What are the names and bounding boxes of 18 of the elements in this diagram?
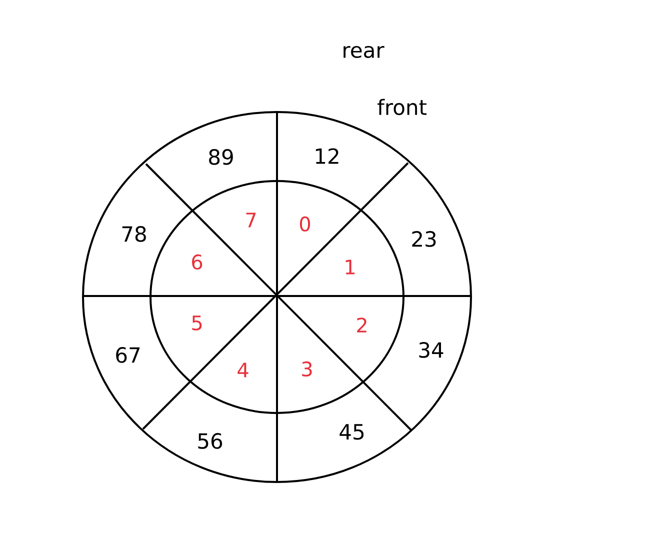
slot-index: 2 — [357, 318, 366, 332]
slot-index: 5 — [192, 316, 202, 330]
slot-index: 3 — [302, 361, 312, 377]
value-label: 56 — [198, 433, 222, 449]
value-label: 23 — [412, 231, 436, 247]
value-label: 78 — [122, 226, 146, 242]
pointer-label: rear — [344, 46, 384, 58]
slot-index: 4 — [238, 362, 248, 378]
slot-index: 6 — [192, 254, 202, 270]
slot-index: 1 — [346, 260, 355, 274]
value-label: 67 — [116, 347, 140, 363]
pointer-label: front — [378, 98, 426, 116]
value-label: 12 — [316, 148, 338, 164]
value-label: 34 — [419, 342, 444, 358]
value-label: 45 — [340, 424, 364, 440]
slot-index: 0 — [300, 216, 310, 232]
value-label: 89 — [209, 149, 233, 165]
slot-index: 7 — [246, 212, 256, 228]
